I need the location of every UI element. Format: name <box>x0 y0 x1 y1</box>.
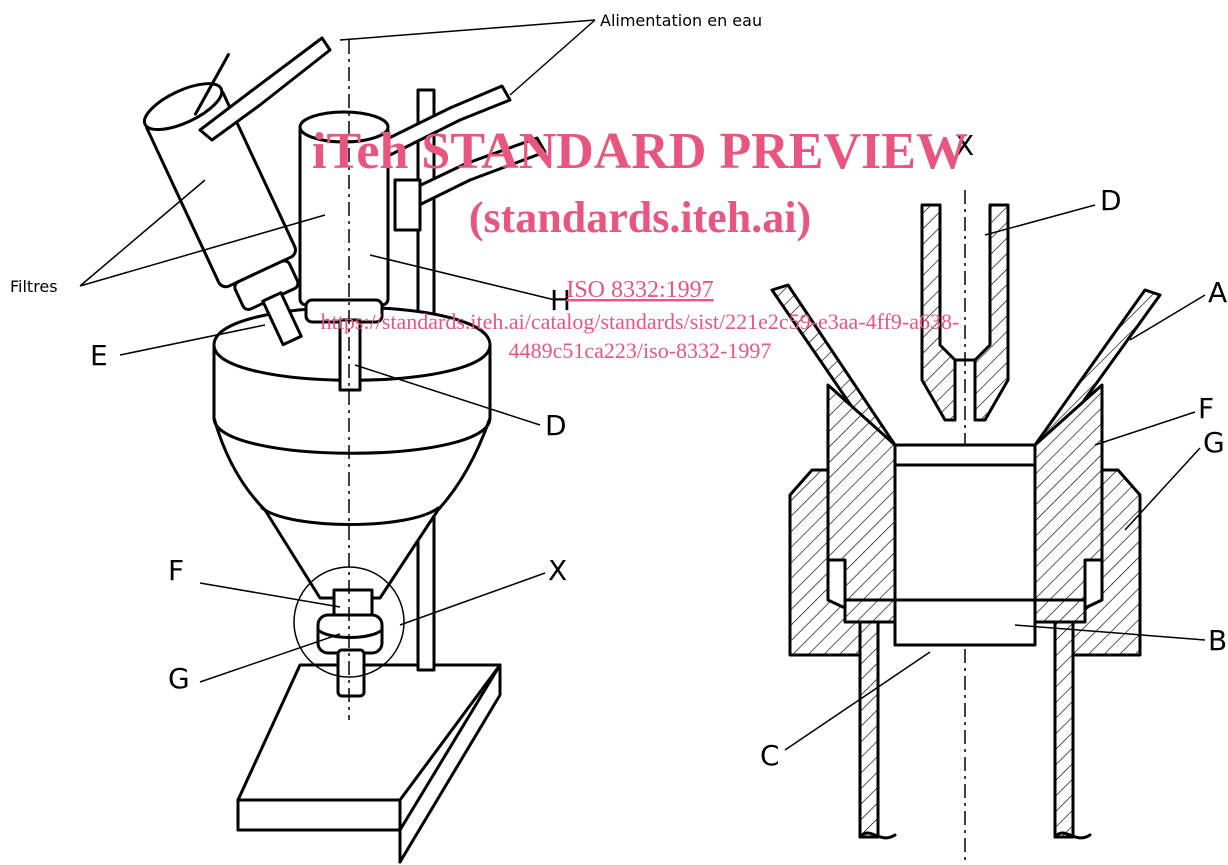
label-c: C <box>760 739 780 772</box>
label-x-right: X <box>955 129 974 162</box>
label-d-left: D <box>545 409 567 442</box>
watermark-url-line2[interactable]: 4489c51ca223/iso-8332-1997 <box>509 338 772 363</box>
nozzle-assembly <box>293 566 405 698</box>
filter-h <box>298 110 390 392</box>
apparatus-left <box>142 36 547 864</box>
filter-e <box>142 53 303 347</box>
leader-lines <box>79 19 1206 751</box>
labels: Alimentation en eau Filtres E D H F G X … <box>10 11 1227 772</box>
label-h: H <box>550 284 571 317</box>
label-g-left: G <box>168 662 190 695</box>
watermark-subtitle: (standards.iteh.ai) <box>469 193 811 242</box>
label-water-supply: Alimentation en eau <box>600 11 762 30</box>
label-g-right: G <box>1203 426 1225 459</box>
label-e: E <box>90 339 108 372</box>
nut-g <box>788 468 1142 657</box>
watermark-iso-link[interactable]: ISO 8332:1997 <box>566 277 713 303</box>
watermark-url-line1[interactable]: https://standards.iteh.ai/catalog/standa… <box>321 309 960 334</box>
watermark-title: iTeh STANDARD PREVIEW <box>312 123 968 180</box>
water-hoses <box>198 36 547 232</box>
watermark: iTeh STANDARD PREVIEW (standards.iteh.ai… <box>312 123 968 363</box>
section-detail-right <box>770 190 1162 862</box>
label-x-left: X <box>548 554 567 587</box>
label-b: B <box>1208 624 1227 657</box>
label-f-left: F <box>168 554 184 587</box>
label-a: A <box>1208 276 1227 309</box>
label-filters: Filtres <box>10 277 58 296</box>
tube-c <box>858 620 1092 840</box>
label-f-right: F <box>1198 392 1214 425</box>
nozzle-d <box>920 203 1010 422</box>
label-d-right: D <box>1100 184 1122 217</box>
base-plate <box>236 663 502 864</box>
